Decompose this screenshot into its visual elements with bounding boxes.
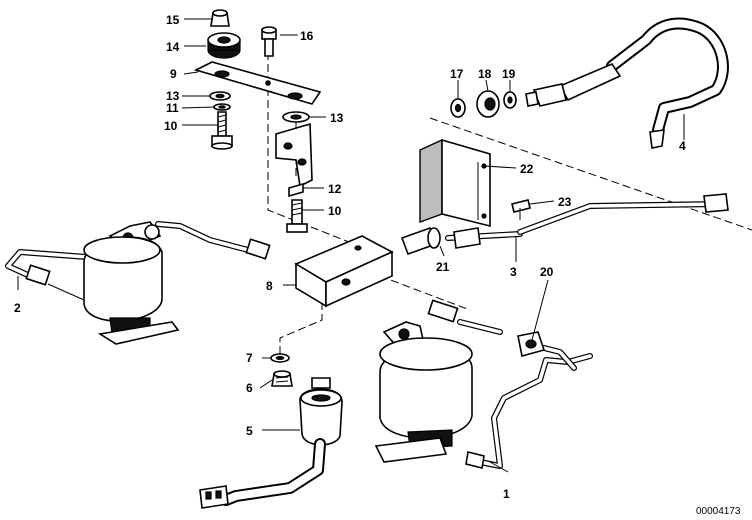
cap-nut-part [210,9,230,27]
brake-line-part [400,193,729,256]
callout-5: 5 [246,424,253,438]
washer-part [209,91,231,101]
callout-16: 16 [300,29,314,43]
clip-part [288,182,304,198]
callout-17: 17 [450,67,464,81]
callout-13a: 13 [166,89,180,103]
hex-bolt-part [211,111,233,150]
callout-9: 9 [170,67,177,81]
pressure-switch-part [199,377,343,509]
heat-shield-part [419,138,491,228]
callout-14: 14 [166,40,180,54]
callout-7: 7 [246,351,253,365]
callout-1: 1 [503,487,510,501]
callout-20: 20 [540,265,554,279]
callout-10a: 10 [164,119,178,133]
bolt-part [261,26,277,57]
callout-6: 6 [246,381,253,395]
image-code: 00004173 [696,506,741,517]
callout-21: 21 [436,260,450,274]
callout-18: 18 [478,67,492,81]
callout-22: 22 [520,162,534,176]
callout-13b: 13 [330,111,344,125]
callout-labels: 1 2 3 4 5 6 7 8 9 10 10 11 12 13 13 14 1… [14,13,741,517]
rubber-bushing-part [207,32,241,59]
callout-8: 8 [266,279,273,293]
sleeve-part [450,98,466,118]
seal-ring-part [270,353,290,363]
callout-4: 4 [679,139,686,153]
leader-lines [17,18,685,473]
right-accumulator-part [374,299,593,469]
washer-part-2 [282,111,310,123]
hex-screw-part [511,199,531,220]
callout-3: 3 [510,265,517,279]
angle-bracket-part [275,122,313,188]
bracket-plate-part [193,61,322,105]
left-accumulator-part [5,221,271,345]
callout-19: 19 [502,67,516,81]
top-hose-part [525,17,729,149]
plug-part [271,370,293,387]
grommet-part [476,90,500,118]
callout-11: 11 [166,101,179,115]
callout-12: 12 [328,182,342,196]
callout-2: 2 [14,301,21,315]
screw-part [286,199,308,233]
callout-23: 23 [558,195,572,209]
callout-10b: 10 [328,204,342,218]
callout-15: 15 [166,13,180,27]
ring-part [503,91,517,109]
lock-washer-part [213,103,231,111]
pipe-connector-part [517,331,546,357]
distribution-block-part [294,235,394,308]
